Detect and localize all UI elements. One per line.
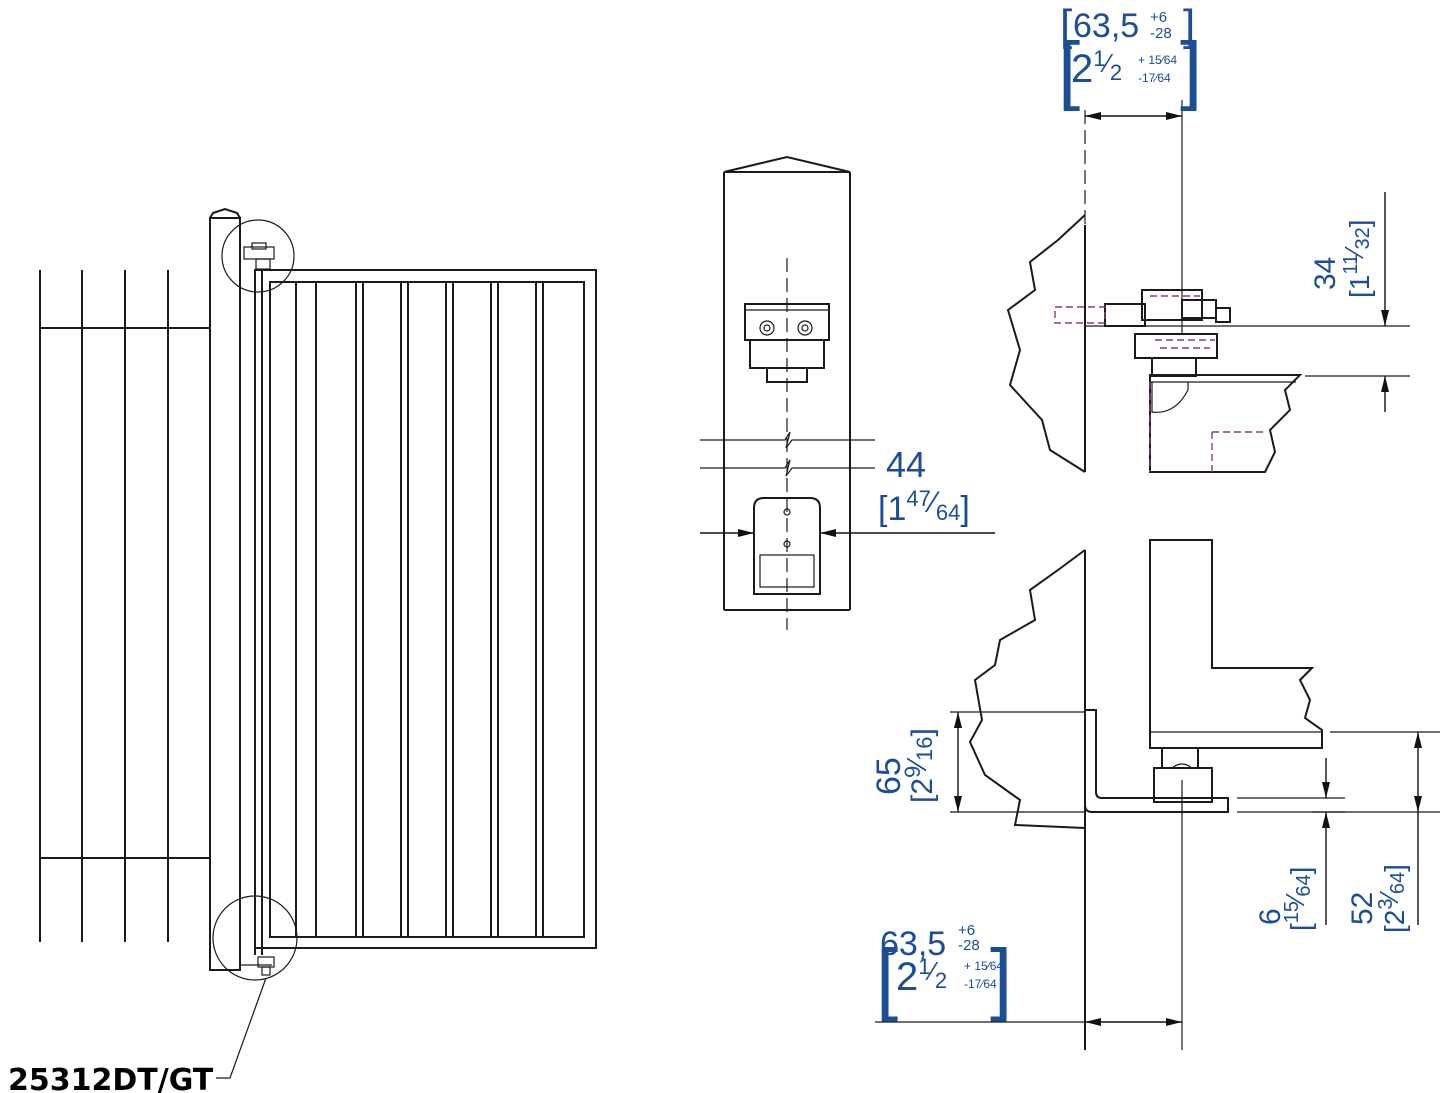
bottom-hinge-callout bbox=[212, 895, 305, 981]
post-width-imperial: [147⁄64] bbox=[878, 486, 970, 528]
top-hinge-section bbox=[1006, 100, 1410, 473]
svg-text:]: ] bbox=[990, 933, 1012, 1022]
pivot-height-mm: 52 bbox=[1346, 892, 1379, 925]
svg-text:]: ] bbox=[1180, 26, 1202, 112]
pivot-height-dimension: 52 [23⁄64] bbox=[1346, 864, 1410, 933]
top-height-mm: 34 bbox=[1309, 257, 1342, 290]
svg-text:-17⁄64: -17⁄64 bbox=[1138, 71, 1171, 85]
top-hinge-callout bbox=[221, 219, 295, 293]
post-width-mm: 44 bbox=[886, 444, 926, 485]
svg-text:]: ] bbox=[1183, 1, 1195, 50]
bracket-height-mm: 65 bbox=[870, 757, 908, 795]
pivot-height-imperial: [23⁄64] bbox=[1374, 864, 1410, 933]
top-height-imperial: [111⁄32] bbox=[1339, 220, 1375, 299]
top-hinge-front bbox=[744, 303, 830, 383]
svg-text:+6: +6 bbox=[958, 922, 975, 939]
hinge-post bbox=[209, 207, 241, 971]
top-width-imperial: 21⁄2 bbox=[1071, 46, 1122, 91]
bracket-height-dimension: 65 [29⁄16] bbox=[870, 728, 939, 803]
top-width-dimension: [ 63,5 +6 -28 ] [ 21⁄2 + 15⁄64 -17⁄64 ] bbox=[1058, 1, 1202, 112]
plate-thickness-mm: 6 bbox=[1254, 908, 1287, 925]
bottom-width-dimension: 63,5 +6 -28 [ 21⁄2 + 15⁄64 -17⁄64 ] bbox=[876, 922, 1012, 1022]
gate-elevation-view: 25312DT/GT bbox=[8, 207, 597, 1093]
svg-text:+ 15⁄64: + 15⁄64 bbox=[1138, 53, 1177, 67]
post-width-dimension: 44 [147⁄64] bbox=[700, 444, 995, 537]
part-leader-line bbox=[216, 977, 267, 1079]
svg-text:+ 15⁄64: + 15⁄64 bbox=[964, 959, 1003, 973]
plate-thickness-dimension: 6 [15⁄64] bbox=[1254, 867, 1316, 931]
part-number-label: 25312DT/GT bbox=[8, 1063, 214, 1093]
svg-text:-17⁄64: -17⁄64 bbox=[964, 977, 997, 991]
svg-text:[: [ bbox=[1058, 26, 1081, 112]
bottom-hinge-section bbox=[875, 539, 1440, 1050]
bottom-bracket-front bbox=[753, 497, 821, 595]
svg-text:+6: +6 bbox=[1150, 9, 1167, 26]
gate-frame bbox=[239, 248, 597, 965]
top-width-bracket-open: [ bbox=[1060, 1, 1072, 50]
top-height-dimension: 34 [111⁄32] bbox=[1309, 220, 1375, 299]
bracket-height-imperial: [29⁄16] bbox=[900, 728, 939, 803]
bottom-width-imperial: 21⁄2 bbox=[896, 954, 947, 999]
plate-thickness-imperial: [15⁄64] bbox=[1280, 867, 1316, 931]
top-width-mm: 63,5 bbox=[1073, 7, 1139, 45]
svg-text:-28: -28 bbox=[1150, 25, 1172, 42]
bottom-width-mm: 63,5 bbox=[880, 925, 946, 963]
svg-text:-28: -28 bbox=[958, 937, 980, 954]
post-front-view: 44 [147⁄64] bbox=[700, 155, 995, 630]
svg-text:[: [ bbox=[876, 933, 898, 1022]
fence-section bbox=[39, 270, 210, 942]
